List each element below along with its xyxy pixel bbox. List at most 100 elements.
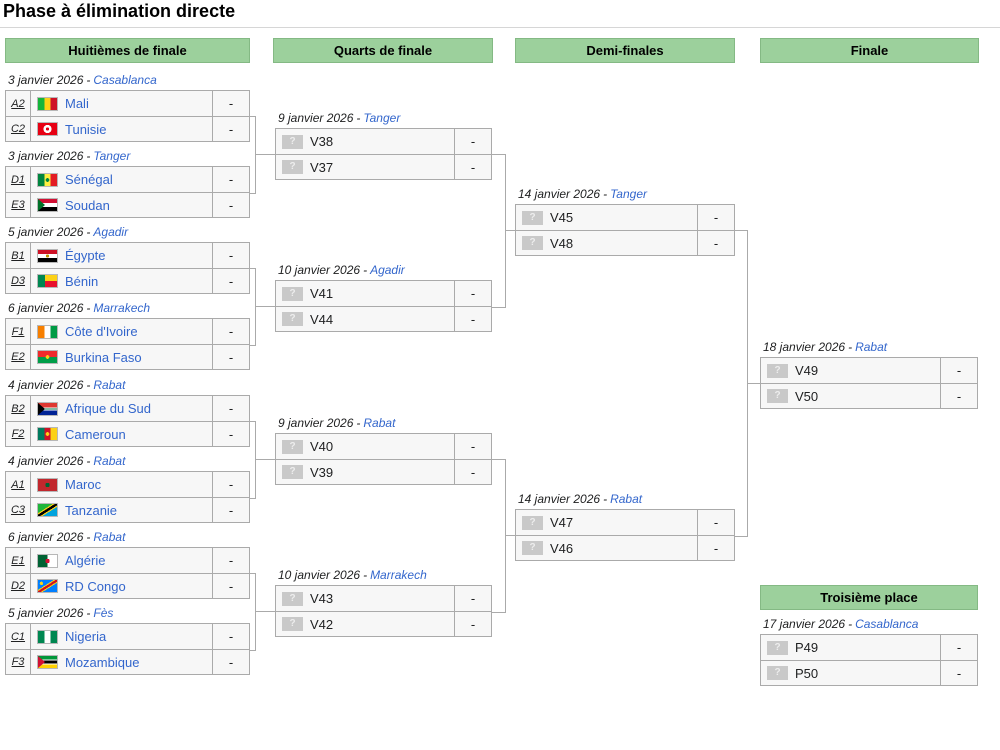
match-date: 6 janvier 2026-Rabat [5,530,250,547]
match-date: 10 janvier 2026-Agadir [275,263,492,280]
venue-link[interactable]: Rabat [93,530,126,544]
venue-link[interactable]: Agadir [370,263,405,277]
team-placeholder: V39 [310,464,334,480]
flag-tanzanie-icon [37,503,58,517]
match-date-text: 3 janvier 2026 [8,149,84,163]
venue-link[interactable]: Rabat [93,454,126,468]
team-link[interactable]: RD Congo [65,578,126,594]
venue-link[interactable]: Marrakech [370,568,427,582]
score: - [212,319,249,344]
team-placeholder: V44 [310,311,334,327]
team-link[interactable]: Tanzanie [65,502,118,518]
match-date: 9 janvier 2026-Tanger [275,111,492,128]
score: - [212,91,249,116]
seed-label: E2 [6,345,31,369]
team-row: D1 Sénégal - [6,167,249,192]
team-placeholder: V46 [550,540,574,556]
match-box: ? V38 - ? V37 - [275,128,492,180]
seed-label: C1 [6,624,31,649]
team-link[interactable]: Bénin [65,273,99,289]
match-date-text: 5 janvier 2026 [8,606,84,620]
match-r16-5: 4 janvier 2026-Rabat B2 Afrique du Sud -… [5,378,250,447]
venue-link[interactable]: Tanger [363,111,401,125]
match-date-text: 10 janvier 2026 [278,263,361,277]
team-link[interactable]: Mali [65,96,89,111]
bracket-connector [492,154,506,308]
team-placeholder: V43 [310,591,334,606]
seed-label: C3 [6,498,31,522]
team-placeholder: V50 [795,388,819,404]
score: - [212,422,249,446]
team-link[interactable]: Égypte [65,248,106,263]
team-placeholder: V37 [310,159,334,175]
venue-link[interactable]: Marrakech [93,301,151,315]
placeholder-flag-icon: ? [522,541,543,555]
venue-link[interactable]: Tanger [93,149,131,163]
bracket-connector [250,116,256,194]
score: - [212,345,249,369]
placeholder-flag-icon: ? [282,134,303,149]
match-date-text: 9 janvier 2026 [278,416,354,430]
page-title: Phase à élimination directe [3,1,236,21]
match-date: 9 janvier 2026-Rabat [275,416,492,433]
match-date-text: 17 janvier 2026 [763,617,846,631]
venue-link[interactable]: Agadir [93,225,129,239]
match-box: ? V47 - ? V46 - [515,509,735,561]
team-link[interactable]: Burkina Faso [65,349,142,365]
date-venue-separator: - [363,568,368,582]
team-link[interactable]: Maroc [65,477,102,492]
team-placeholder: V38 [310,134,334,149]
venue-link[interactable]: Casablanca [855,617,919,631]
match-date-text: 9 janvier 2026 [278,111,354,125]
team-link[interactable]: Afrique du Sud [65,401,152,416]
bracket-connector [250,268,256,346]
team-row: ? V45 - [516,205,734,230]
team-row: D2 RD Congo - [6,573,249,598]
placeholder-flag-icon: ? [767,389,788,403]
venue-link[interactable]: Tanger [610,187,647,201]
match-box: C1 Nigeria - F3 Mozambique - [5,623,250,675]
team-link[interactable]: Sénégal [65,172,113,187]
seed-label: D1 [6,167,31,192]
team-placeholder: V48 [550,235,574,251]
team-row: C3 Tanzanie - [6,497,249,522]
venue-link[interactable]: Rabat [610,492,643,506]
match-date: 10 janvier 2026-Marrakech [275,568,492,585]
bracket-connector [255,459,275,460]
team-link[interactable]: Nigeria [65,629,107,644]
team-link[interactable]: Soudan [65,197,110,213]
venue-link[interactable]: Rabat [855,340,888,354]
placeholder-flag-icon: ? [282,160,303,174]
date-venue-separator: - [603,187,608,201]
match-date: 3 janvier 2026-Casablanca [5,73,250,90]
team-row: E2 Burkina Faso - [6,344,249,369]
venue-link[interactable]: Rabat [93,378,126,392]
score: - [697,205,734,230]
match-date: 14 janvier 2026-Rabat [515,492,735,509]
match-box: ? P49 - ? P50 - [760,634,978,686]
team-row: ? V39 - [276,459,491,484]
venue-link[interactable]: Fès [93,606,114,620]
match-box: A1 Maroc - C3 Tanzanie - [5,471,250,523]
team-link[interactable]: Algérie [65,553,106,568]
team-link[interactable]: Tunisie [65,121,107,137]
match-date: 4 janvier 2026-Rabat [5,378,250,395]
flag-soudan-icon [37,198,58,212]
match-box: ? V40 - ? V39 - [275,433,492,485]
team-link[interactable]: Cameroun [65,426,126,442]
date-venue-separator: - [86,301,91,315]
match-box: ? V45 - ? V48 - [515,204,735,256]
seed-label: A1 [6,472,31,497]
flag-nigeria-icon [37,629,58,644]
team-row: C1 Nigeria - [6,624,249,649]
team-link[interactable]: Côte d'Ivoire [65,324,138,339]
venue-link[interactable]: Rabat [363,416,396,430]
team-row: A1 Maroc - [6,472,249,497]
score: - [212,269,249,293]
venue-link[interactable]: Casablanca [93,73,157,87]
team-link[interactable]: Mozambique [65,654,140,670]
match-qf-4: 10 janvier 2026-Marrakech ? V43 - ? V42 … [275,568,492,637]
team-row: C2 Tunisie - [6,116,249,141]
match-date: 18 janvier 2026-Rabat [760,340,978,357]
flag-benin-icon [37,274,58,288]
